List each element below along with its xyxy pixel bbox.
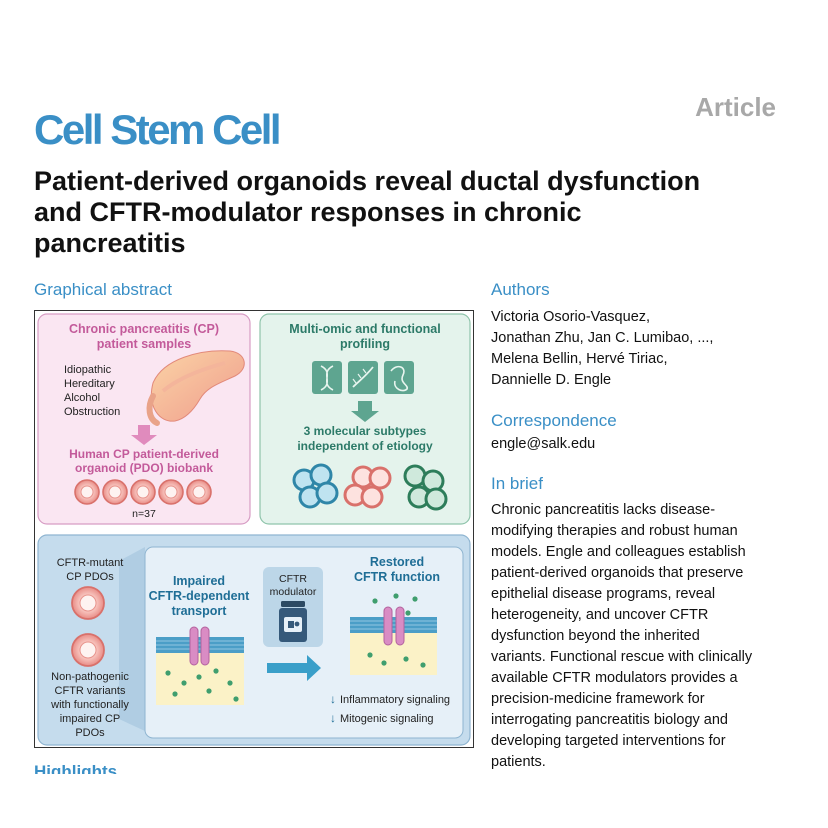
authors-line: Victoria Osorio-Vasquez, [491, 309, 651, 325]
mutant-label: CFTR-mutant [57, 557, 124, 569]
panel-b-title: Multi-omic and functional [289, 322, 440, 336]
article-type-label: Article [695, 92, 776, 122]
decrease-arrow-icon: ↓ [330, 692, 336, 706]
panel-a-title: patient samples [97, 337, 192, 351]
authors-list: Victoria Osorio-Vasquez, Jonathan Zhu, J… [491, 307, 791, 391]
restored-label: CFTR function [354, 570, 440, 584]
nonpathogenic-label: CFTR variants [55, 685, 126, 697]
subtype-cluster-pink [343, 465, 392, 509]
nonpathogenic-organoid-icon [71, 633, 105, 667]
modulator-label: CFTR [279, 573, 307, 585]
sample-count: n=37 [132, 508, 156, 520]
etiology-item: Obstruction [64, 406, 120, 418]
in-brief-line: modifying therapies and robust human [491, 523, 738, 539]
title-line: Patient-derived organoids reveal ductal … [34, 166, 701, 196]
rna-icon [348, 361, 378, 394]
mutant-organoid-icon [71, 586, 105, 620]
impaired-membrane-icon [156, 626, 244, 705]
panel-a-title: Chronic pancreatitis (CP) [69, 322, 219, 336]
protein-icon [384, 361, 414, 394]
arrow-down-icon [131, 425, 157, 445]
pancreas-icon [146, 350, 245, 426]
in-brief-line: variants. Functional rescue with clinica… [491, 649, 753, 665]
restored-membrane-icon [350, 593, 437, 675]
etiology-item: Hereditary [64, 378, 115, 390]
mutant-label: CP PDOs [66, 571, 114, 583]
biobank-label: organoid (PDO) biobank [75, 461, 213, 475]
impaired-label: transport [172, 604, 228, 618]
in-brief-line: heterogeneity, and uncover CFTR [491, 607, 709, 623]
arrow-right-icon [267, 655, 321, 681]
impaired-label: CFTR-dependent [149, 589, 251, 603]
graphical-abstract-figure: Chronic pancreatitis (CP) patient sample… [37, 313, 471, 746]
nonpathogenic-label: with functionally [50, 699, 129, 711]
organoid-row-icon [74, 479, 212, 505]
in-brief-line: precision-medicine framework for [491, 691, 705, 707]
impaired-label: Impaired [173, 574, 225, 588]
authors-line: Melena Bellin, Hervé Tiriac, [491, 351, 668, 367]
biobank-label: Human CP patient-derived [69, 447, 219, 461]
in-brief-line: dysfunction beyond the inherited [491, 628, 700, 644]
subtype-cluster-blue [292, 463, 339, 509]
in-brief-line: interrogating pancreatitis biology and [491, 712, 728, 728]
authors-line: Jonathan Zhu, Jan C. Lumibao, ..., [491, 330, 714, 346]
graphical-abstract-heading: Graphical abstract [34, 280, 172, 299]
in-brief-text: Chronic pancreatitis lacks disease- modi… [491, 500, 791, 773]
decrease-arrow-icon: ↓ [330, 711, 336, 725]
title-line: pancreatitis [34, 228, 186, 258]
in-brief-line: patient-derived organoids that preserve [491, 565, 744, 581]
nonpathogenic-label: PDOs [75, 727, 105, 739]
effect-label: Inflammatory signaling [340, 694, 450, 706]
restored-label: Restored [370, 555, 424, 569]
in-brief-line: models. Engle and colleagues establish [491, 544, 746, 560]
in-brief-line: patients. [491, 754, 546, 770]
effect-label: Mitogenic signaling [340, 713, 434, 725]
arrow-down-icon [351, 401, 379, 422]
subtypes-label: independent of etiology [297, 439, 433, 453]
authors-line: Dannielle D. Engle [491, 372, 612, 388]
etiology-item: Alcohol [64, 392, 100, 404]
panel-cp-samples: Chronic pancreatitis (CP) patient sample… [37, 313, 251, 525]
etiology-item: Idiopathic [64, 364, 112, 376]
panel-profiling: Multi-omic and functional profiling 3 mo… [259, 313, 471, 525]
graphical-abstract: Chronic pancreatitis (CP) patient sample… [34, 310, 474, 748]
in-brief-line: epithelial disease programs, reveal [491, 586, 716, 602]
in-brief-line: Chronic pancreatitis lacks disease- [491, 502, 716, 518]
in-brief-line: available CFTR modulators provides a [491, 670, 738, 686]
correspondence-email[interactable]: engle@salk.edu [491, 436, 596, 452]
panel-b-title: profiling [340, 337, 390, 351]
pill-bottle-icon [279, 601, 307, 642]
in-brief-heading: In brief [491, 474, 543, 493]
authors-heading: Authors [491, 280, 550, 299]
modulator-label: modulator [270, 586, 317, 598]
subtypes-label: 3 molecular subtypes [304, 424, 427, 438]
article-title: Patient-derived organoids reveal ductal … [34, 166, 804, 259]
correspondence-heading: Correspondence [491, 411, 617, 430]
highlights-heading: Highlights [34, 762, 118, 774]
in-brief-line: developing targeted interventions for [491, 733, 726, 749]
panel-cftr: CFTR-mutant CP PDOs Non-pathogenic CFTR … [37, 534, 471, 746]
dna-icon [312, 361, 342, 394]
subtype-cluster-green [403, 464, 448, 511]
title-line: and CFTR-modulator responses in chronic [34, 197, 582, 227]
nonpathogenic-label: Non-pathogenic [51, 671, 129, 683]
journal-logo: Cell Stem Cell [34, 106, 282, 153]
nonpathogenic-label: impaired CP [60, 713, 121, 725]
